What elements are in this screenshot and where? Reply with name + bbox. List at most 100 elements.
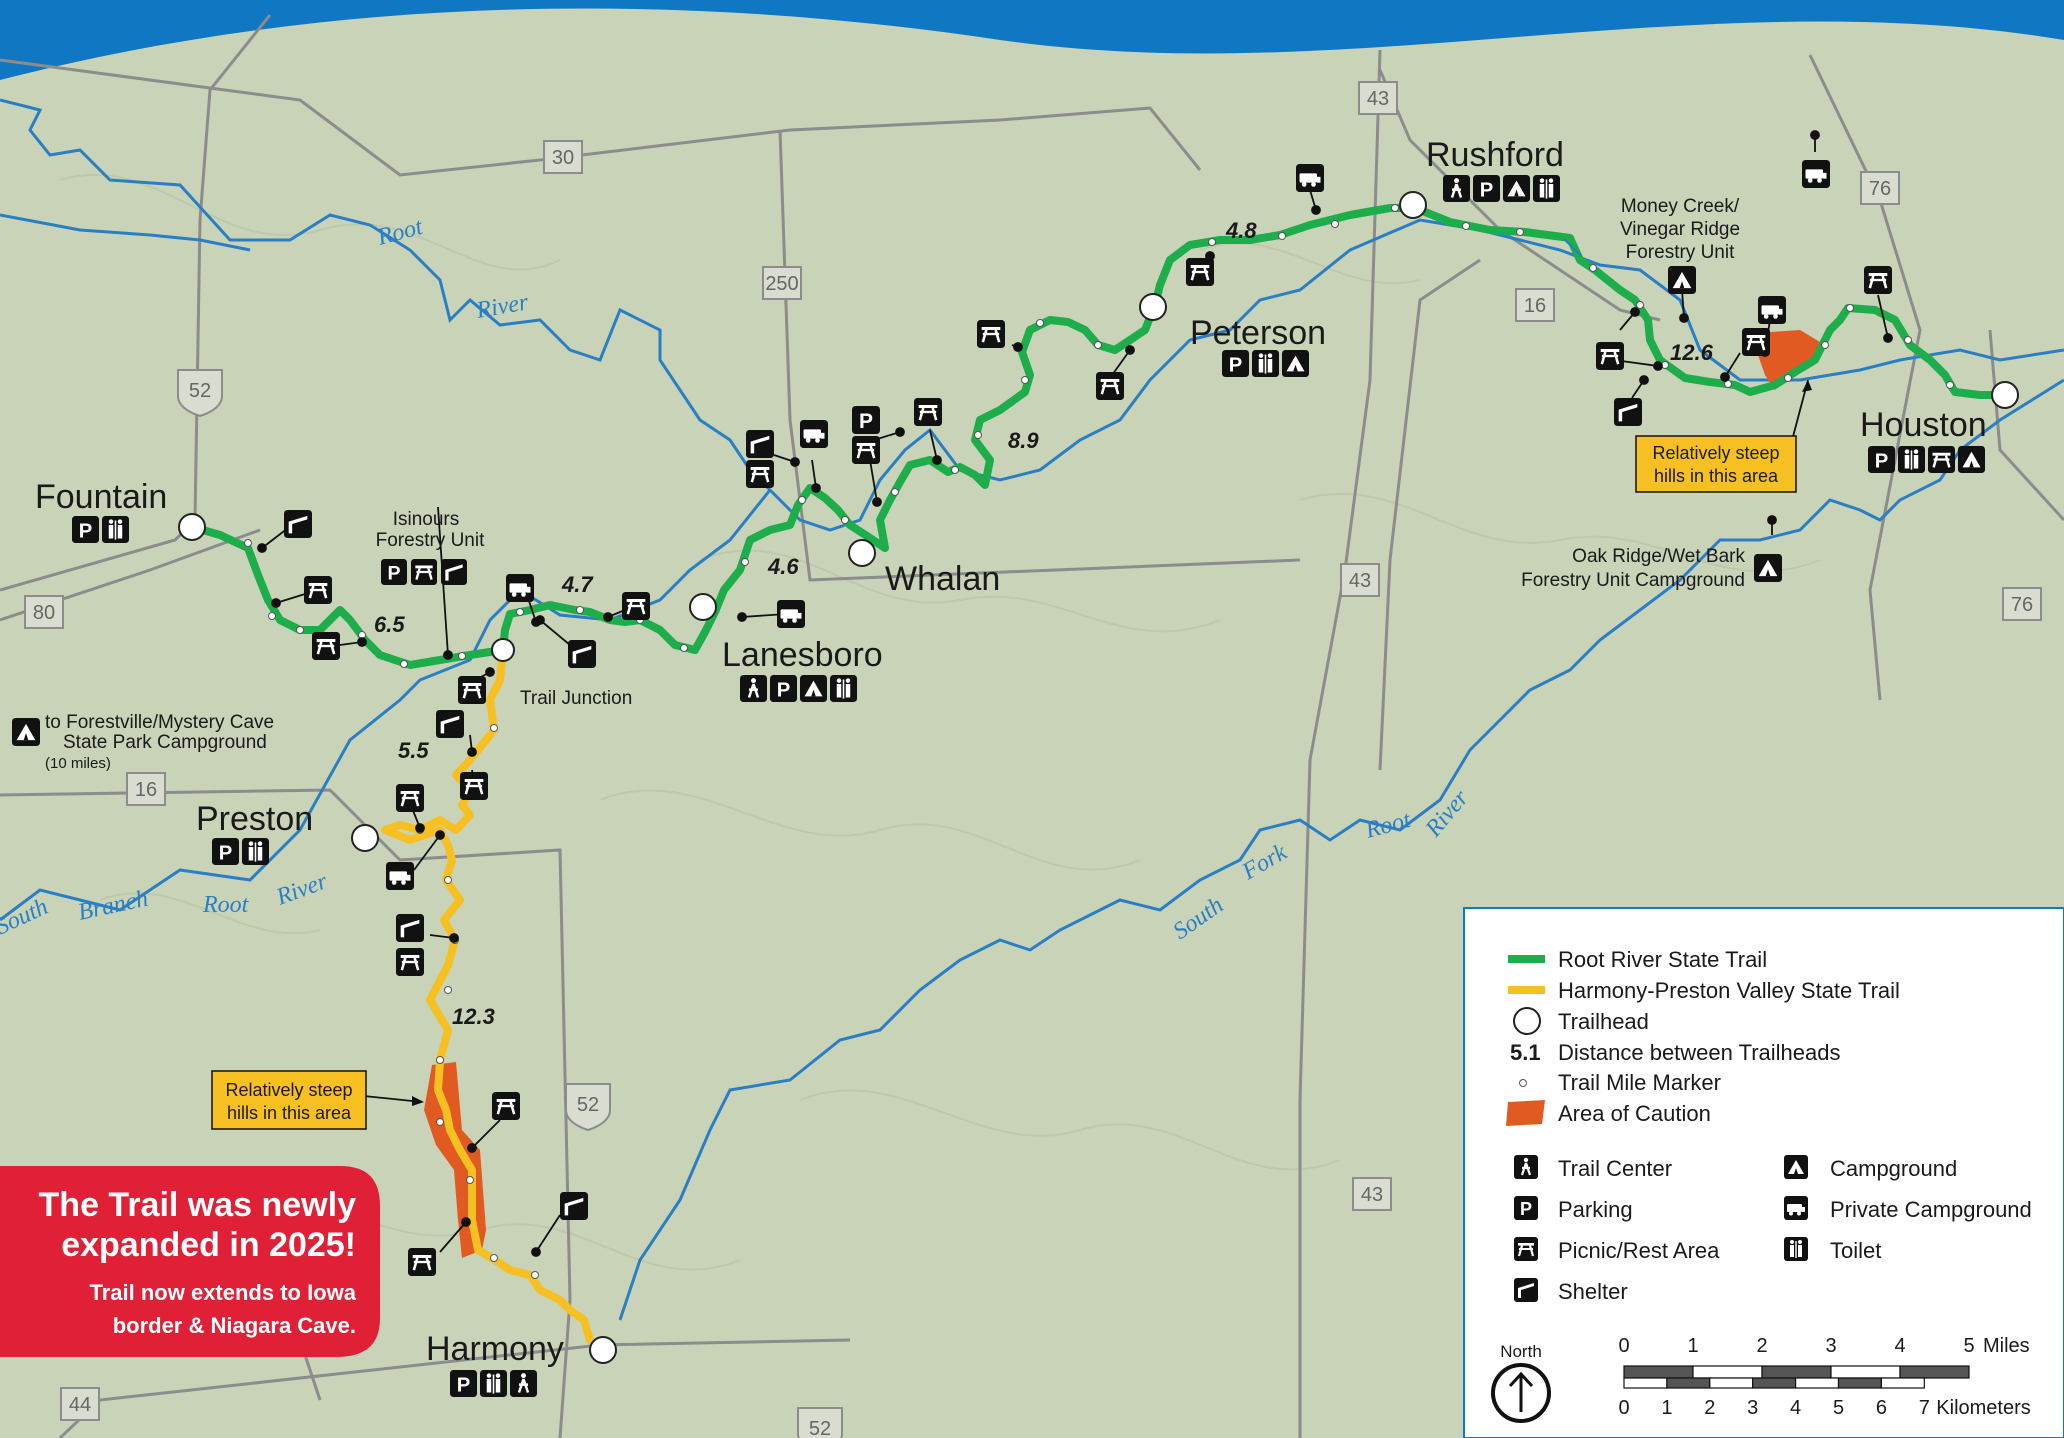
shelter-icon[interactable] — [746, 430, 774, 458]
campground-icon[interactable] — [12, 718, 40, 746]
campground-icon[interactable] — [1668, 266, 1696, 294]
highway-shield: 43 — [1358, 81, 1398, 115]
distance-label: 6.5 — [374, 612, 405, 637]
toilet-icon — [830, 675, 857, 702]
picnic-icon[interactable] — [312, 632, 340, 660]
private-campground-icon[interactable] — [777, 600, 805, 628]
parking-icon — [1868, 446, 1895, 473]
scale-tick-mile: 2 — [1756, 1335, 1767, 1357]
legend-shelter: Shelter — [1558, 1279, 1628, 1304]
private-campground-icon[interactable] — [800, 420, 828, 448]
forestville-label-line-1: to Forestville/Mystery Cave — [45, 712, 274, 733]
campground-icon[interactable] — [1754, 554, 1782, 582]
banner-sub-line-1: Trail now extends to Iowa — [90, 1280, 357, 1305]
parking-icon — [212, 838, 239, 865]
town-label-whalan: Whalan — [885, 560, 1000, 598]
highway-shield: 43 — [1352, 1177, 1392, 1211]
toilet-icon — [102, 516, 129, 543]
legend-harmony-preston: Harmony-Preston Valley State Trail — [1558, 978, 1900, 1003]
trailhead-whalan[interactable] — [848, 539, 876, 567]
picnic-icon[interactable] — [396, 784, 424, 812]
town-labels: Fountain Preston Lanesboro Whalan Peters… — [35, 136, 1987, 1368]
trail-center-icon — [510, 1370, 537, 1397]
private-campground-icon[interactable] — [1296, 164, 1324, 192]
distance-label: 4.6 — [767, 554, 799, 579]
toilet-icon — [242, 838, 269, 865]
parking-icon[interactable] — [852, 406, 880, 434]
picnic-icon[interactable] — [1742, 328, 1770, 356]
private-campground-icon[interactable] — [506, 574, 534, 602]
shelter-icon[interactable] — [284, 510, 312, 538]
picnic-icon[interactable] — [1864, 266, 1892, 294]
scale-tick-km: 3 — [1747, 1397, 1758, 1419]
trailhead-fountain[interactable] — [178, 513, 206, 541]
shelter-icon[interactable] — [568, 640, 596, 668]
picnic-icon[interactable] — [852, 436, 880, 464]
highway-number: 43 — [1349, 570, 1371, 592]
campground-icon — [1958, 446, 1985, 473]
scale-tick-mile: 5 — [1963, 1335, 1974, 1357]
picnic-icon[interactable] — [622, 592, 650, 620]
town-label-fountain: Fountain — [35, 478, 167, 516]
picnic-icon[interactable] — [1186, 258, 1214, 286]
scale-segment-km — [1837, 1377, 1883, 1389]
highway-number: 16 — [1524, 295, 1546, 317]
trailheads — [178, 191, 2019, 1364]
trailhead-lanesboro[interactable] — [689, 593, 717, 621]
picnic-icon[interactable] — [460, 772, 488, 800]
scale-tick-mile: 1 — [1687, 1335, 1698, 1357]
mile-markers — [244, 204, 1954, 1279]
picnic-icon[interactable] — [408, 1248, 436, 1276]
shelter-icon[interactable] — [1614, 398, 1642, 426]
town-label-lanesboro: Lanesboro — [722, 636, 883, 674]
trailhead-preston[interactable] — [351, 824, 379, 852]
scale-segment-km — [1752, 1377, 1797, 1389]
trailhead-harmony[interactable] — [589, 1336, 617, 1364]
highway-number: 76 — [2011, 594, 2033, 616]
highway-number: 52 — [809, 1418, 831, 1438]
highway-number: 44 — [69, 1394, 91, 1416]
parking-icon — [1222, 350, 1249, 377]
river-label-root-sb: Root — [202, 892, 250, 918]
scale-tick-km: 4 — [1790, 1397, 1801, 1419]
picnic-icon[interactable] — [396, 948, 424, 976]
picnic-icon — [1514, 1237, 1538, 1261]
picnic-icon[interactable] — [304, 576, 332, 604]
trailhead-peterson[interactable] — [1139, 293, 1167, 321]
trailhead-rushford[interactable] — [1399, 191, 1427, 219]
distance-label: 4.8 — [1225, 218, 1257, 243]
callout-steep-east-line-1: Relatively steep — [1652, 443, 1779, 463]
shelter-icon[interactable] — [396, 914, 424, 942]
trail-center-icon — [1514, 1155, 1538, 1179]
private-campground-icon[interactable] — [386, 862, 414, 890]
shelter-icon[interactable] — [436, 710, 464, 738]
picnic-icon[interactable] — [492, 1092, 520, 1120]
banner-sub-line-2: border & Niagara Cave. — [113, 1313, 356, 1338]
scale-tick-km: 2 — [1704, 1397, 1715, 1419]
picnic-icon[interactable] — [914, 398, 942, 426]
highway-number: 80 — [33, 602, 55, 624]
picnic-icon[interactable] — [1596, 342, 1624, 370]
oak-ridge-label-line-1: Oak Ridge/Wet Bark — [1572, 546, 1745, 567]
parking-icon — [72, 516, 99, 543]
expansion-banner: The Trail was newly expanded in 2025! Tr… — [0, 1166, 380, 1357]
distance-label: 12.3 — [452, 1004, 495, 1029]
town-label-harmony: Harmony — [426, 1330, 564, 1368]
banner-title-line-2: expanded in 2025! — [61, 1226, 356, 1264]
picnic-icon[interactable] — [746, 460, 774, 488]
picnic-icon[interactable] — [977, 320, 1005, 348]
highway-shield: 44 — [60, 1387, 100, 1421]
trailhead-junction[interactable] — [491, 638, 515, 662]
shelter-icon[interactable] — [560, 1192, 588, 1220]
private-campground-icon[interactable] — [1758, 296, 1786, 324]
campground-icon — [1784, 1155, 1808, 1179]
scale-tick-km: 5 — [1833, 1397, 1844, 1419]
legend-trailhead: Trailhead — [1558, 1009, 1649, 1034]
highway-number: 30 — [552, 147, 574, 169]
toilet-icon — [1784, 1237, 1808, 1261]
trailhead-houston[interactable] — [1991, 381, 2019, 409]
picnic-icon[interactable] — [458, 676, 486, 704]
picnic-icon[interactable] — [1096, 372, 1124, 400]
private-campground-icon[interactable] — [1802, 160, 1830, 188]
scale-segment-mile — [1830, 1365, 1901, 1379]
